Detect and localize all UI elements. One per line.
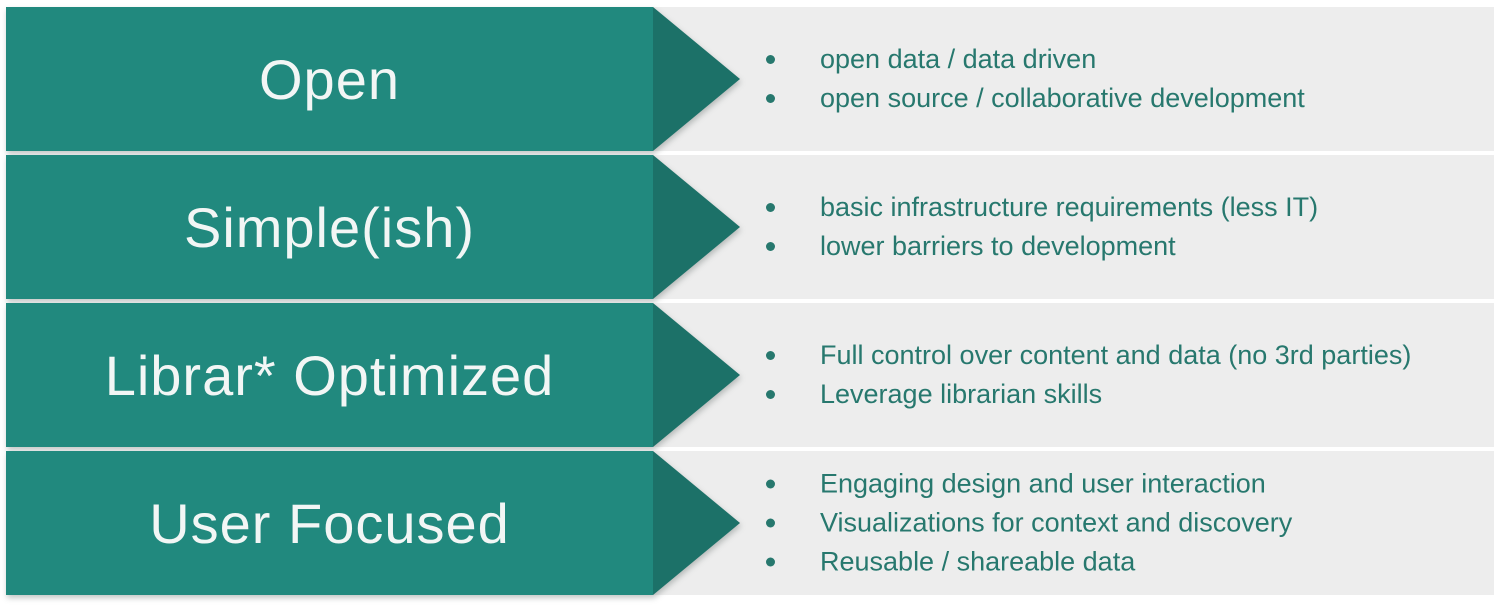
- feature-row-simple-ish: Simple(ish) basic infrastructure require…: [6, 155, 1494, 299]
- arrowhead-icon: [653, 451, 740, 595]
- arrowhead-icon: [653, 303, 740, 447]
- arrow-banner: Simple(ish): [6, 155, 740, 299]
- bullet-text: Leverage librarian skills: [820, 379, 1103, 409]
- bullet-dot-icon: [766, 94, 775, 103]
- bullet-dot-icon: [766, 203, 775, 212]
- list-item: Reusable / shareable data: [766, 543, 1292, 582]
- arrowhead-icon: [653, 155, 740, 299]
- bullet-dot-icon: [766, 479, 775, 489]
- bullet-dot-icon: [766, 242, 775, 251]
- bullet-text: open source / collaborative development: [820, 83, 1305, 113]
- list-item: basic infrastructure requirements (less …: [766, 188, 1318, 227]
- list-item: Engaging design and user interaction: [766, 465, 1292, 504]
- banner-label: Simple(ish): [183, 195, 476, 259]
- bullet-text: Visualizations for context and discovery: [820, 507, 1293, 538]
- list-item: open source / collaborative development: [766, 79, 1305, 118]
- banner-label: Librar* Optimized: [104, 343, 555, 407]
- bullet-text: basic infrastructure requirements (less …: [820, 192, 1319, 222]
- bullet-list: Full control over content and data (no 3…: [766, 336, 1411, 414]
- bullet-dot-icon: [766, 518, 775, 528]
- bullet-list: Engaging design and user interaction Vis…: [766, 465, 1292, 582]
- banner-rect: Librar* Optimized: [6, 303, 653, 447]
- banner-rect: Open: [6, 7, 653, 151]
- feature-row-user-focused: User Focused Engaging design and user in…: [6, 451, 1494, 595]
- bullet-text: Engaging design and user interaction: [820, 468, 1266, 499]
- list-item: open data / data driven: [766, 40, 1305, 79]
- bullet-dot-icon: [766, 557, 775, 567]
- bullet-dot-icon: [766, 55, 775, 64]
- list-item: Full control over content and data (no 3…: [766, 336, 1411, 375]
- bullet-text: open data / data driven: [820, 44, 1097, 74]
- arrowhead-icon: [653, 7, 740, 151]
- banner-label: Open: [259, 47, 400, 111]
- bullet-list: basic infrastructure requirements (less …: [766, 188, 1318, 266]
- feature-row-librar-optimized: Librar* Optimized Full control over cont…: [6, 303, 1494, 447]
- arrow-banner: Librar* Optimized: [6, 303, 740, 447]
- bullet-list: open data / data driven open source / co…: [766, 40, 1305, 118]
- list-item: Visualizations for context and discovery: [766, 504, 1292, 543]
- feature-row-open: Open open data / data driven open source…: [6, 7, 1494, 151]
- bullet-dot-icon: [766, 351, 775, 360]
- feature-diagram: Open open data / data driven open source…: [6, 7, 1494, 599]
- bullet-dot-icon: [766, 390, 775, 399]
- bullet-text: Full control over content and data (no 3…: [820, 340, 1412, 370]
- arrow-banner: User Focused: [6, 451, 740, 595]
- bullet-text: lower barriers to development: [820, 231, 1176, 261]
- banner-label: User Focused: [149, 491, 510, 555]
- list-item: lower barriers to development: [766, 227, 1318, 266]
- arrow-banner: Open: [6, 7, 740, 151]
- list-item: Leverage librarian skills: [766, 375, 1411, 414]
- banner-rect: Simple(ish): [6, 155, 653, 299]
- banner-rect: User Focused: [6, 451, 653, 595]
- bullet-text: Reusable / shareable data: [820, 546, 1136, 577]
